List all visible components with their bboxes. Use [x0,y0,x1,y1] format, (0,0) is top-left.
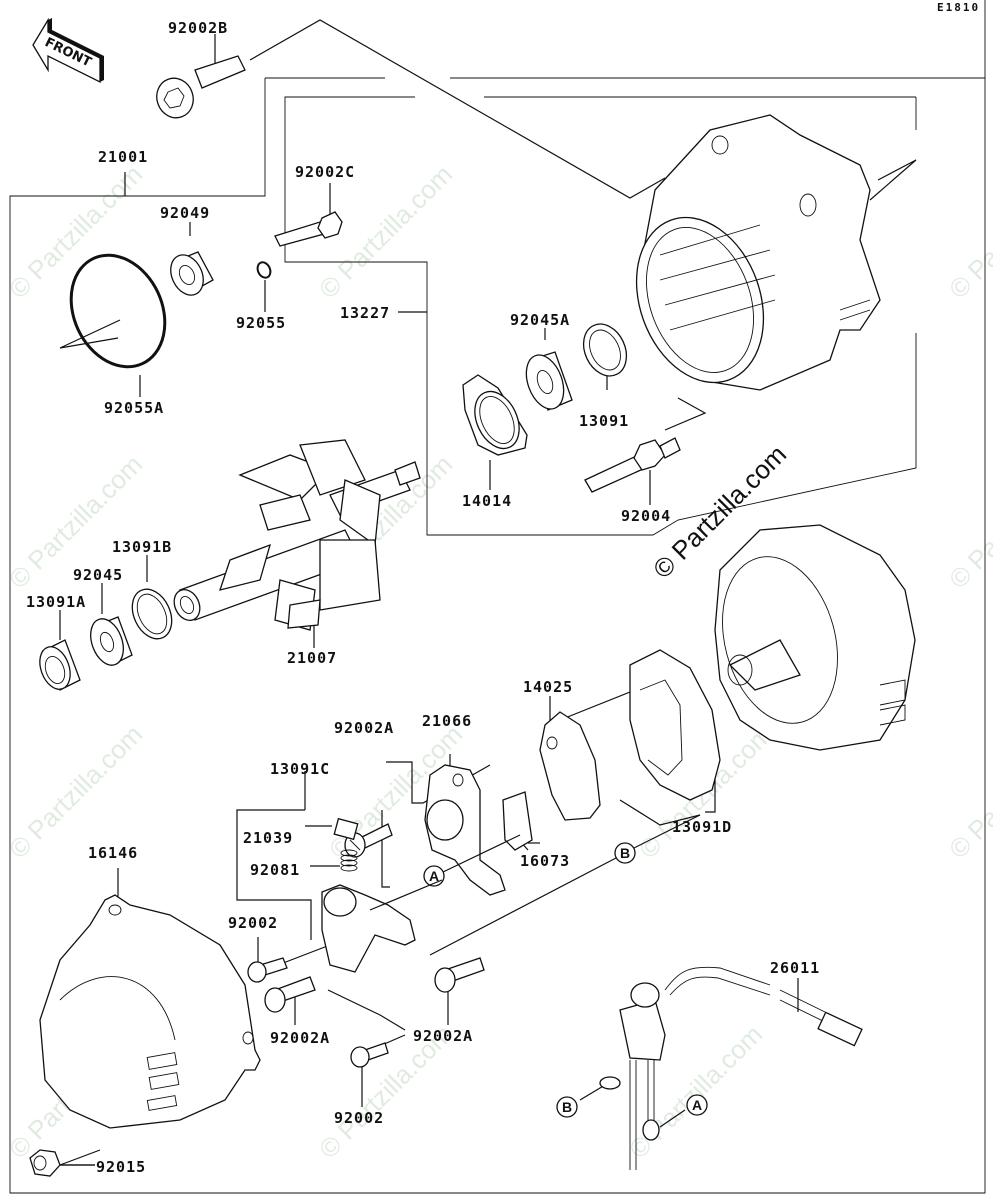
label-21007[interactable]: 21007 [287,649,337,667]
label-92002A-top[interactable]: 92002A [334,719,394,737]
svg-text:A: A [692,1097,702,1113]
label-13091[interactable]: 13091 [579,412,629,430]
label-92055[interactable]: 92055 [236,314,286,332]
part-16146-cover [39,894,261,1129]
part-92002C-bolt [274,211,343,247]
label-92081[interactable]: 92081 [250,861,300,879]
label-92049[interactable]: 92049 [160,204,210,222]
label-21039[interactable]: 21039 [243,829,293,847]
label-92002-bottom[interactable]: 92002 [334,1109,384,1127]
part-92049-bearing [170,251,214,296]
part-92015-nut [29,1149,61,1177]
part-rear-cover [714,524,916,751]
label-92002A-left[interactable]: 92002A [270,1029,330,1047]
label-21066[interactable]: 21066 [422,712,472,730]
part-13091D-rectifier [629,649,721,801]
front-arrow-icon: FRONT [32,17,104,84]
svg-text:B: B [562,1099,572,1115]
label-14014[interactable]: 14014 [462,492,512,510]
part-21039-brush [333,817,359,841]
callout-b-top: B [614,842,636,864]
part-92055-oring [256,261,272,279]
part-92002A-bolt-left [264,976,316,1013]
watermark: © Partzilla.com [943,719,993,864]
part-26011-harness [599,966,863,1170]
frame-13227 [284,96,917,536]
part-92002B-bolt [156,55,246,119]
label-14025[interactable]: 14025 [523,678,573,696]
part-21007-rotor [173,439,421,631]
label-92002B[interactable]: 92002B [168,19,228,37]
part-92045-bearing [90,616,133,666]
part-brush-holder [321,884,416,973]
label-92045[interactable]: 92045 [73,566,123,584]
part-92004-stud [584,437,681,493]
callout-b-bottom: B [556,1096,578,1118]
part-alternator-housing [635,114,881,391]
part-92002-bolt-left [247,957,288,983]
svg-text:A: A [429,868,439,884]
label-13091B[interactable]: 13091B [112,538,172,556]
part-14025-holder [539,711,601,821]
watermark: © Partzilla.com [3,719,148,864]
part-21066-regulator [424,764,506,896]
label-92004[interactable]: 92004 [621,507,671,525]
watermark: © Partzilla.com [943,159,993,304]
part-13091B-seal [131,588,173,640]
label-92045A[interactable]: 92045A [510,311,570,329]
label-92015[interactable]: 92015 [96,1158,146,1176]
label-92055A[interactable]: 92055A [104,399,164,417]
label-26011[interactable]: 26011 [770,959,820,977]
svg-text:B: B [620,845,630,861]
label-13227[interactable]: 13227 [340,304,390,322]
label-16073[interactable]: 16073 [520,852,570,870]
label-92002A-right[interactable]: 92002A [413,1027,473,1045]
label-92002-left[interactable]: 92002 [228,914,278,932]
label-13091A[interactable]: 13091A [26,593,86,611]
part-92002-bolt-bottom [350,1042,389,1068]
callout-a-bottom: A [686,1094,708,1116]
label-21001[interactable]: 21001 [98,148,148,166]
label-13091D[interactable]: 13091D [672,818,732,836]
label-13091C[interactable]: 13091C [270,760,330,778]
watermark: © Partzilla.com [3,159,148,304]
part-14014-plate [462,374,528,456]
part-92055A-oring [69,253,167,369]
part-13091A-collar [39,639,81,691]
part-92081-spring [340,849,358,872]
diagram-code: E1810 [937,1,980,14]
part-labels: 92002B 21001 92002C 92049 92055 92055A 1… [26,19,820,1176]
watermark: © Partzilla.com [943,449,993,594]
part-92002A-bolt-right [434,957,485,993]
label-92002C[interactable]: 92002C [295,163,355,181]
frame-21001 [9,0,986,1194]
label-16146[interactable]: 16146 [88,844,138,862]
part-13091-seal [582,323,628,377]
part-92045A-bearing [525,351,573,411]
part-16073-brush-holder [502,791,533,851]
